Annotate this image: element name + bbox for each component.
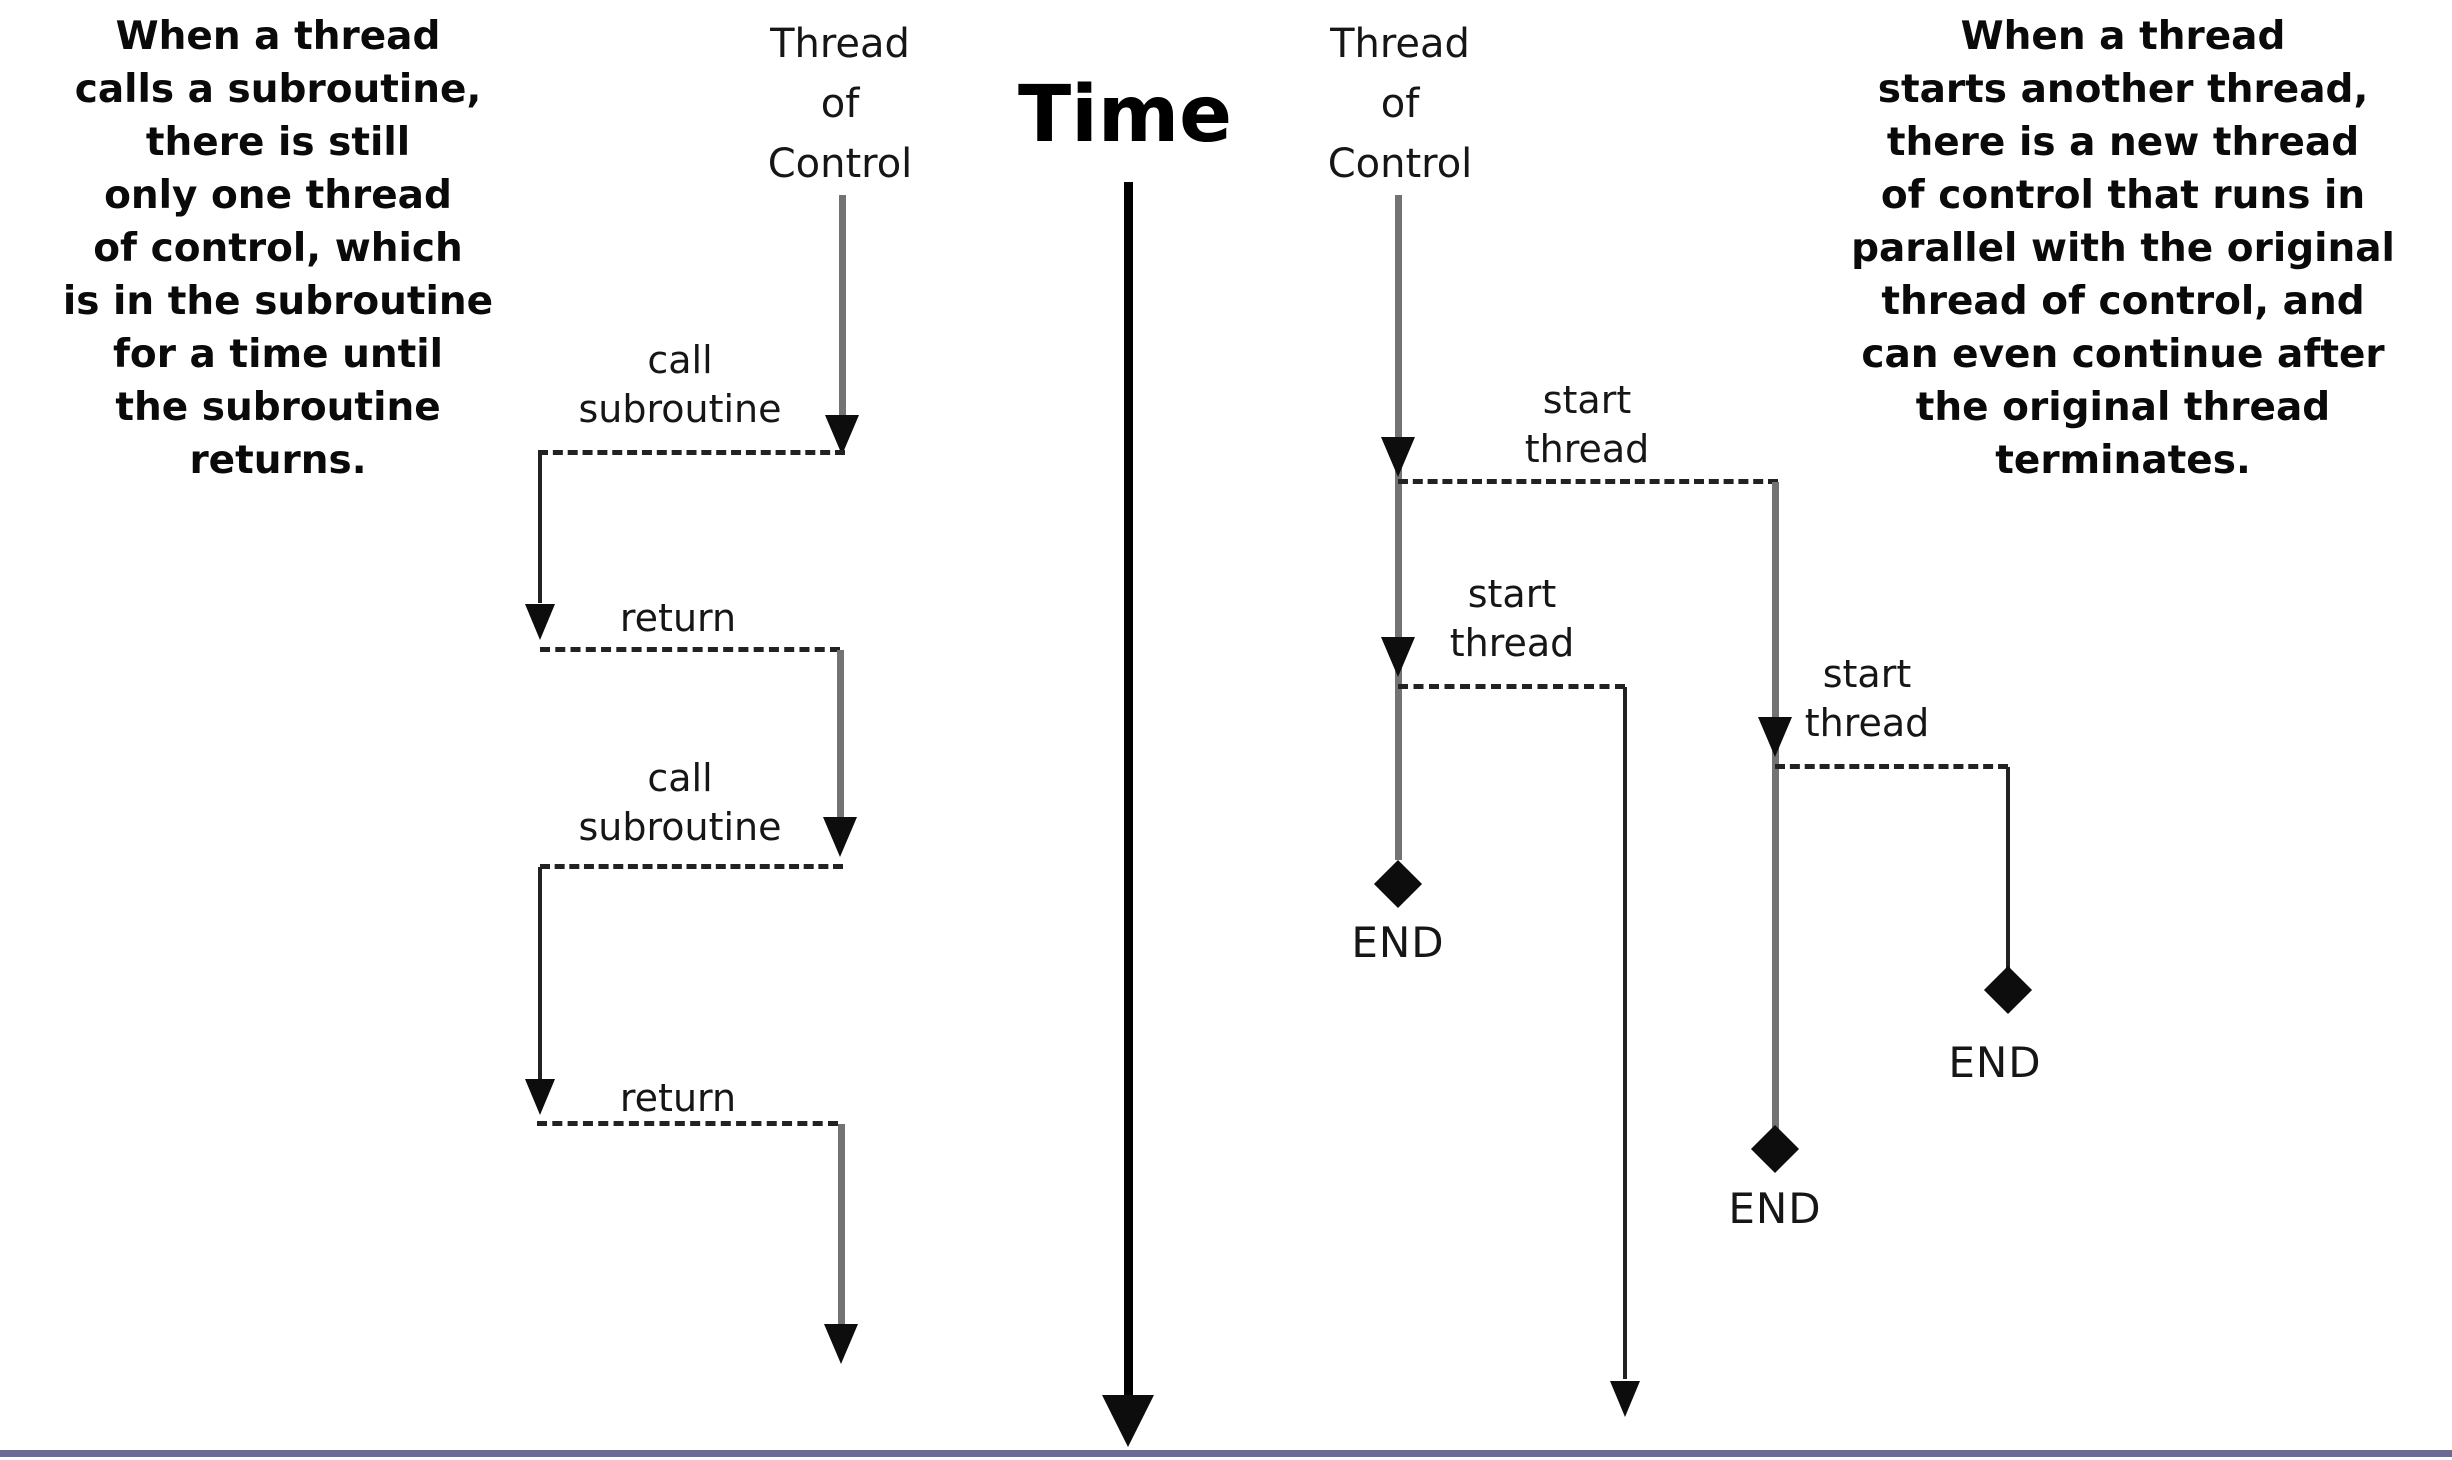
left-explanation-text: When a thread calls a subroutine, there … xyxy=(62,14,494,484)
time-label: Time xyxy=(1017,70,1233,160)
call-subroutine-label-2: call subroutine xyxy=(578,756,782,850)
subroutine-line-segment-1 xyxy=(538,453,542,603)
left-thread-line-segment-1 xyxy=(839,195,846,420)
time-arrowhead-icon xyxy=(1102,1395,1154,1447)
start-thread-dashed-line-1 xyxy=(1398,479,1778,484)
left-arrowhead-icon-2 xyxy=(525,604,555,640)
child-thread-arrowhead-icon-1 xyxy=(1758,717,1792,757)
left-arrowhead-icon-1 xyxy=(825,415,859,455)
end-label-main: END xyxy=(1351,918,1445,967)
bottom-border-line xyxy=(0,1450,2452,1457)
start-thread-label-2: start thread xyxy=(1449,572,1575,666)
return-label-1: return xyxy=(619,596,737,640)
start-thread-label-1: start thread xyxy=(1524,378,1650,472)
left-thread-line-segment-3 xyxy=(838,1124,845,1324)
start-thread-dashed-line-3 xyxy=(1775,764,2008,769)
start-thread-dashed-line-2 xyxy=(1398,684,1625,689)
subroutine-line-segment-2 xyxy=(538,867,542,1079)
call-subroutine-dashed-line-1 xyxy=(538,450,845,455)
end-diamond-icon-child-1 xyxy=(1750,1124,1800,1174)
right-thread-of-control-label: Thread of Control xyxy=(1327,21,1473,187)
return-label-2: return xyxy=(619,1076,737,1120)
main-thread-arrowhead-icon-2 xyxy=(1381,637,1415,677)
main-thread-arrowhead-icon-1 xyxy=(1381,437,1415,477)
time-axis-line xyxy=(1124,182,1133,1397)
left-arrowhead-icon-3 xyxy=(823,817,857,857)
main-thread-line xyxy=(1395,195,1402,860)
return-dashed-line-1 xyxy=(540,647,840,652)
end-label-child-1: END xyxy=(1728,1184,1822,1233)
return-dashed-line-2 xyxy=(537,1121,838,1126)
call-subroutine-dashed-line-2 xyxy=(540,864,843,869)
end-label-child-3: END xyxy=(1948,1038,2042,1087)
left-thread-line-segment-2 xyxy=(837,650,844,817)
left-arrowhead-icon-5 xyxy=(824,1324,858,1364)
end-diamond-icon-child-3 xyxy=(1983,965,2033,1015)
right-explanation-text: When a thread starts another thread, the… xyxy=(1851,14,2395,484)
left-thread-of-control-label: Thread of Control xyxy=(767,21,913,187)
call-subroutine-label-1: call subroutine xyxy=(578,338,782,432)
start-thread-label-3: start thread xyxy=(1804,652,1930,746)
end-diamond-icon-main xyxy=(1373,859,1423,909)
child-thread-line-3 xyxy=(2006,767,2010,972)
left-arrowhead-icon-4 xyxy=(525,1079,555,1115)
child-thread-line-1 xyxy=(1772,482,1779,1132)
child-thread-arrowhead-icon-2 xyxy=(1610,1381,1640,1417)
child-thread-line-2 xyxy=(1623,687,1627,1379)
